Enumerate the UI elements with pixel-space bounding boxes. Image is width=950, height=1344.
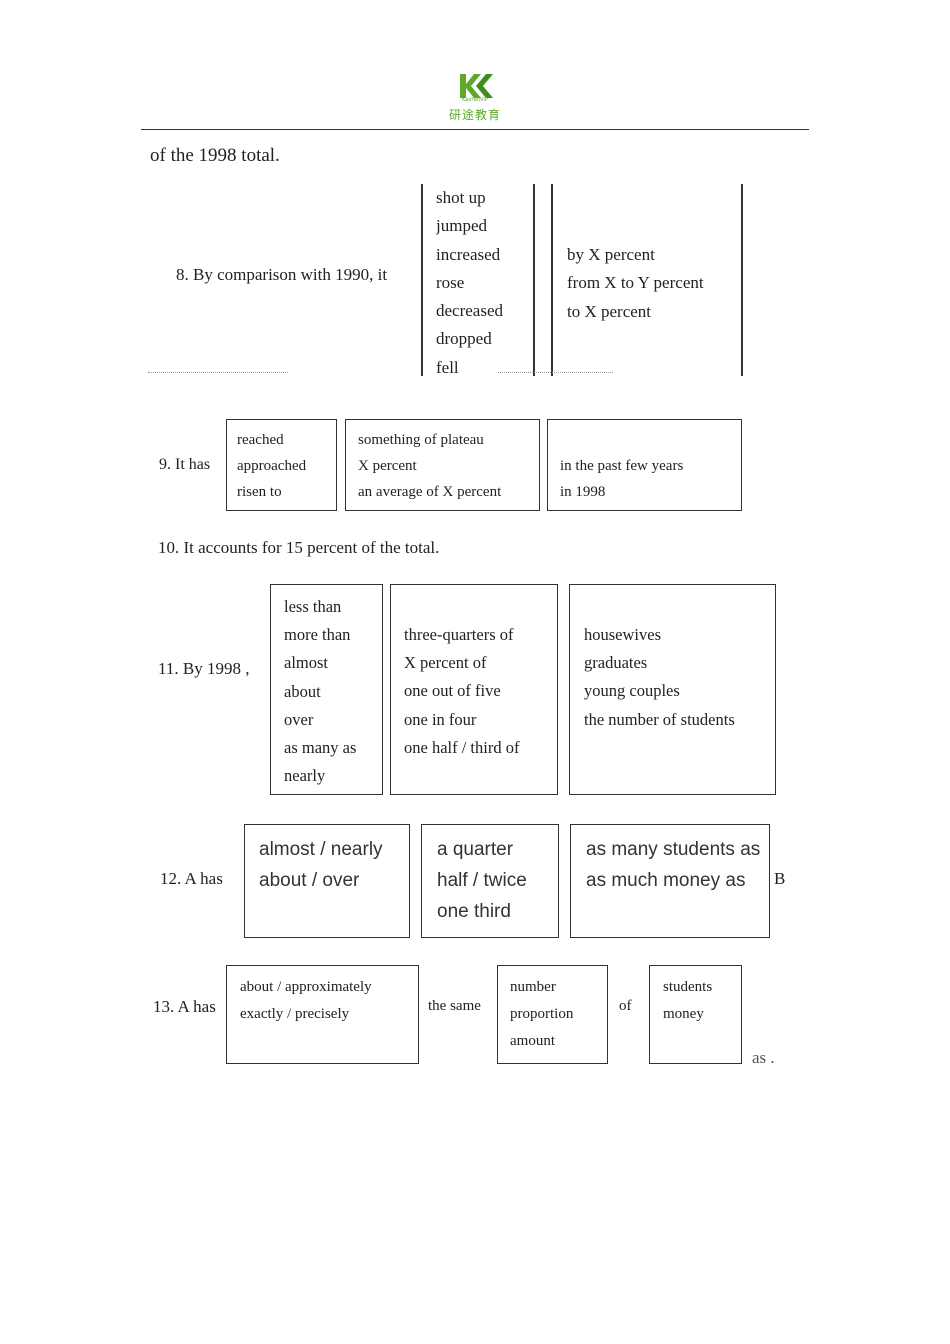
- item9-time-list: in the past few years in 1998: [560, 453, 683, 505]
- item9-object-box: [345, 419, 540, 511]
- list-item: exactly / precisely: [240, 1006, 350, 1022]
- item11-fraction-box: [390, 584, 558, 795]
- list-item: more than: [284, 625, 351, 645]
- item11-lead: 11. By 1998 ,: [158, 659, 250, 678]
- list-item: X percent: [358, 458, 417, 474]
- list-item: X percent of: [404, 653, 487, 673]
- list-item: rose: [436, 272, 465, 292]
- item9-verb-list: reached approached risen to: [237, 427, 306, 505]
- header-divider: [141, 129, 809, 130]
- item13-noun-box: [497, 965, 608, 1064]
- item11-subject-box: [569, 584, 776, 795]
- list-item: from X to Y percent: [567, 273, 704, 293]
- list-item: one third: [437, 901, 511, 922]
- item12-multiplier-box: [421, 824, 559, 938]
- item13-of: of: [619, 998, 632, 1014]
- list-item: nearly: [284, 766, 326, 786]
- item13-lead: 13. A has: [153, 997, 216, 1016]
- list-item: increased: [436, 244, 501, 264]
- list-item: over: [284, 709, 314, 729]
- list-item: one in four: [404, 709, 477, 729]
- item13-middle: the same: [428, 998, 481, 1014]
- list-item: in the past few years: [560, 458, 684, 474]
- list-item: one half / third of: [404, 737, 520, 757]
- item9-time-box: [547, 419, 742, 511]
- item12-lead: 12. A has: [160, 869, 223, 888]
- item9-lead: 9. It has: [159, 456, 211, 473]
- list-item: risen to: [237, 484, 282, 500]
- item10-text: 10. It accounts for 15 percent of the to…: [158, 538, 440, 557]
- list-item: an average of X percent: [358, 484, 502, 500]
- list-item: in 1998: [560, 484, 606, 500]
- list-item: less than: [284, 597, 342, 616]
- list-item: proportion: [510, 1006, 574, 1022]
- list-item: graduates: [584, 653, 648, 673]
- item8-amount-list: by X percent from X to Y percent to X pe…: [567, 241, 704, 326]
- list-item: reached: [237, 432, 284, 448]
- list-item: about / approximately: [240, 979, 372, 995]
- item11-fraction-list: three-quarters of X percent of one out o…: [404, 621, 519, 762]
- item12-comparison-box: [570, 824, 770, 938]
- list-item: fell: [436, 357, 459, 376]
- list-item: young couples: [584, 681, 680, 701]
- list-item: half / twice: [437, 870, 527, 891]
- item12-tail: B: [774, 869, 786, 888]
- list-item: a quarter: [437, 839, 514, 860]
- list-item: three-quarters of: [404, 625, 514, 644]
- item11-quantifier-box: [270, 584, 383, 795]
- item13-noun-list: number proportion amount: [510, 974, 573, 1055]
- item11-subject-list: housewives graduates young couples the n…: [584, 621, 735, 734]
- item7-tail: of the 1998 total.: [150, 145, 280, 166]
- item8-box1-left: [421, 184, 423, 376]
- list-item: as much money as: [586, 870, 746, 891]
- item13-object-box: [649, 965, 742, 1064]
- item13-adverb-list: about / approximately exactly / precisel…: [240, 974, 372, 1028]
- list-item: decreased: [436, 301, 504, 321]
- list-item: dropped: [436, 329, 492, 349]
- list-item: about: [284, 681, 321, 701]
- list-item: the number of students: [584, 709, 735, 729]
- list-item: amount: [510, 1033, 555, 1049]
- logo-text: 研途教育: [448, 108, 501, 122]
- list-item: about / over: [259, 870, 360, 891]
- item8-box1-right: [533, 184, 535, 376]
- item13-adverb-box: [226, 965, 419, 1064]
- list-item: students: [663, 979, 713, 995]
- item12-adverb-box: [244, 824, 410, 938]
- scan-artifact: [148, 372, 288, 377]
- item13-tail: as .: [752, 1048, 775, 1067]
- list-item: to X percent: [567, 301, 652, 321]
- list-item: as many students as: [586, 839, 761, 860]
- list-item: jumped: [436, 216, 487, 236]
- list-item: by X percent: [567, 245, 655, 264]
- item9-object-list: something of plateau X percent an averag…: [358, 427, 501, 505]
- item12-comparison-list: as many students as as much money as: [586, 834, 760, 896]
- item11-quantifier-list: less than more than almost about over as…: [284, 593, 356, 790]
- item12-multiplier-list: a quarter half / twice one third: [437, 834, 527, 927]
- item8-verb-list: shot up jumped increased rose decreased …: [436, 184, 503, 376]
- list-item: approached: [237, 458, 307, 474]
- item8-box2-right: [741, 184, 743, 376]
- list-item: as many as: [284, 737, 357, 757]
- item12-adverb-list: almost / nearly about / over: [259, 834, 383, 896]
- list-item: something of plateau: [358, 432, 484, 448]
- item8-lead: 8. By comparison with 1990, it: [176, 265, 388, 284]
- list-item: one out of five: [404, 681, 501, 701]
- list-item: almost / nearly: [259, 839, 383, 860]
- kk-logo-icon: [460, 74, 493, 98]
- list-item: housewives: [584, 625, 661, 644]
- item8-box2-left: [551, 184, 553, 376]
- item13-object-list: students money: [663, 974, 712, 1028]
- list-item: money: [663, 1006, 704, 1022]
- list-item: number: [510, 979, 556, 995]
- list-item: shot up: [436, 188, 486, 207]
- scan-artifact: [498, 372, 613, 377]
- list-item: almost: [284, 653, 328, 673]
- logo-subtitle: KaoYanVIP: [462, 97, 488, 103]
- item9-verb-box: [226, 419, 337, 511]
